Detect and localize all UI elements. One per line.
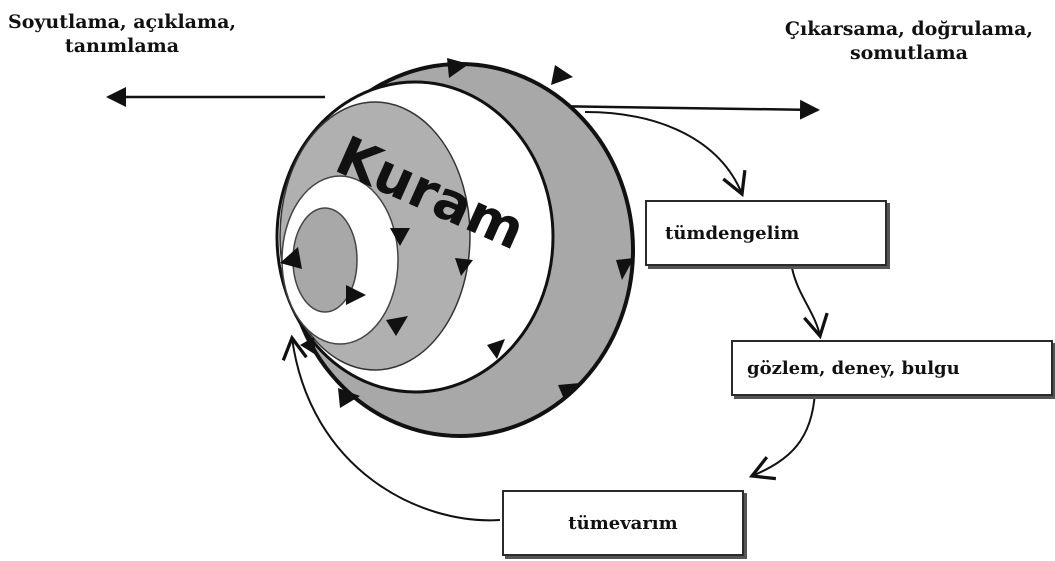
flow-arrow-to-induction: [752, 392, 815, 476]
flow-arrow-to-observation: [792, 268, 820, 336]
inference-label-line2: somutlama: [785, 41, 1033, 65]
deduction-direction-arrow: [545, 106, 818, 110]
induction-box: tümevarım: [502, 490, 744, 556]
abstraction-label-line2: tanımlama: [8, 34, 236, 58]
inference-label-line1: Çıkarsama, doğrulama,: [785, 17, 1033, 41]
deduction-label: tümdengelim: [665, 223, 799, 244]
abstraction-label: Soyutlama, açıklama, tanımlama: [8, 10, 236, 58]
observation-box: gözlem, deney, bulgu: [731, 340, 1053, 396]
induction-label: tümevarım: [568, 513, 677, 534]
observation-label: gözlem, deney, bulgu: [747, 358, 960, 379]
deduction-box: tümdengelim: [645, 200, 887, 266]
cycle-arrow: [551, 65, 573, 85]
abstraction-label-line1: Soyutlama, açıklama,: [8, 10, 236, 34]
inference-label: Çıkarsama, doğrulama, somutlama: [785, 17, 1033, 65]
